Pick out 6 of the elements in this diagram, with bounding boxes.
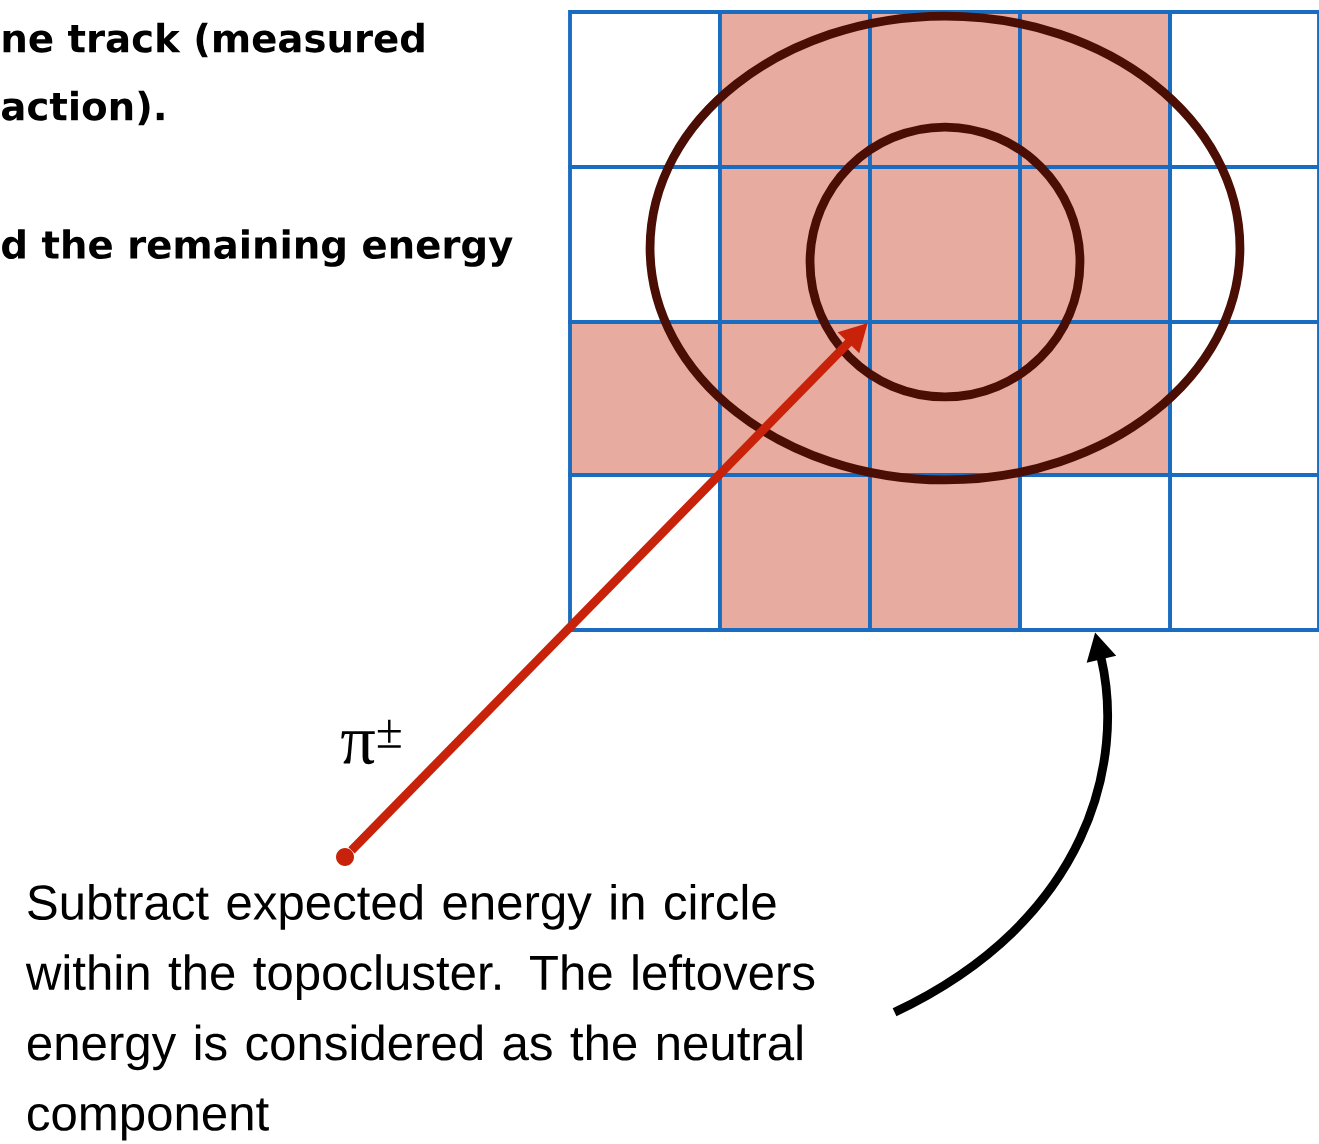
annotation-text: Subtract expected energy in circle within the topocluster. The leftovers energy is considered as the neutral component bbox=[25, 883, 815, 1141]
heading-text: ne track (measured bbox=[3, 22, 424, 58]
track-start-dot bbox=[336, 848, 354, 866]
heading-text: action). bbox=[2, 90, 164, 126]
particle-label: π$^{±}$ bbox=[341, 719, 401, 765]
heading-text: d the remaining energy bbox=[2, 229, 513, 267]
